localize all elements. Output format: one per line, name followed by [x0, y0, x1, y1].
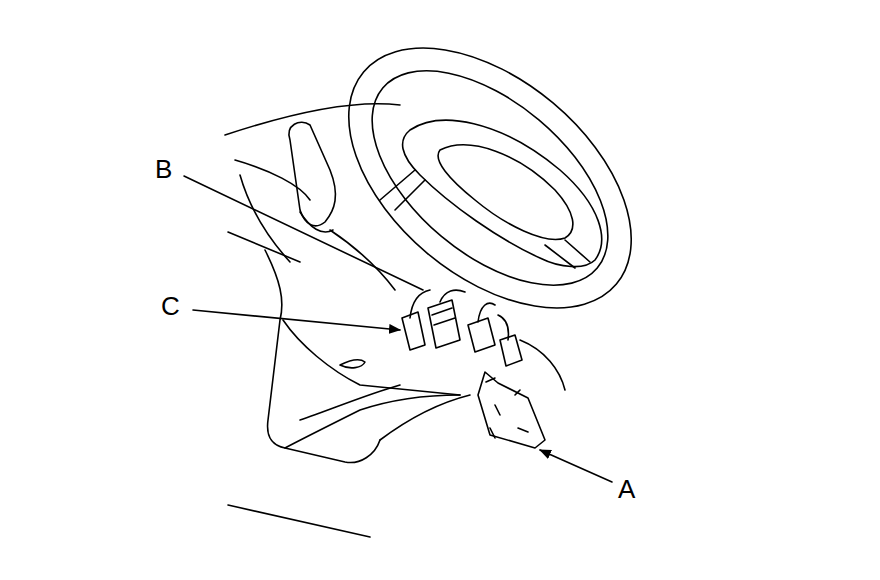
column-cover: [285, 395, 460, 448]
connector: [500, 335, 522, 366]
lever: [300, 212, 333, 232]
wheel-hub: [438, 145, 573, 239]
column-cover: [340, 360, 365, 368]
wheel-spoke: [380, 170, 425, 210]
callout-letter: C: [161, 293, 180, 319]
callout-letter: B: [155, 156, 172, 182]
column-cover: [300, 385, 400, 420]
dashboard-outline: [228, 232, 300, 262]
connector: [468, 318, 495, 352]
column-cover: [330, 230, 395, 290]
column-cover-panel: [486, 378, 528, 438]
lever: [289, 122, 335, 226]
column-cover: [520, 340, 565, 390]
column-cover: [380, 395, 470, 440]
dashboard-outline: [240, 175, 290, 262]
connector: [428, 300, 460, 348]
underline: [228, 505, 370, 537]
column-cover-panel: [478, 372, 545, 448]
connector: [432, 308, 455, 325]
wheel-hub: [403, 120, 602, 266]
wheel-rim: [334, 30, 646, 326]
leader-line: [540, 450, 612, 482]
callout-letter: A: [618, 476, 635, 502]
column-cover: [265, 250, 380, 463]
wire: [410, 290, 508, 340]
leader-line: [184, 176, 423, 290]
leader-line: [193, 310, 400, 330]
wheel-spoke: [545, 240, 590, 268]
connector: [402, 312, 425, 350]
wheel-rim: [301, 0, 680, 359]
